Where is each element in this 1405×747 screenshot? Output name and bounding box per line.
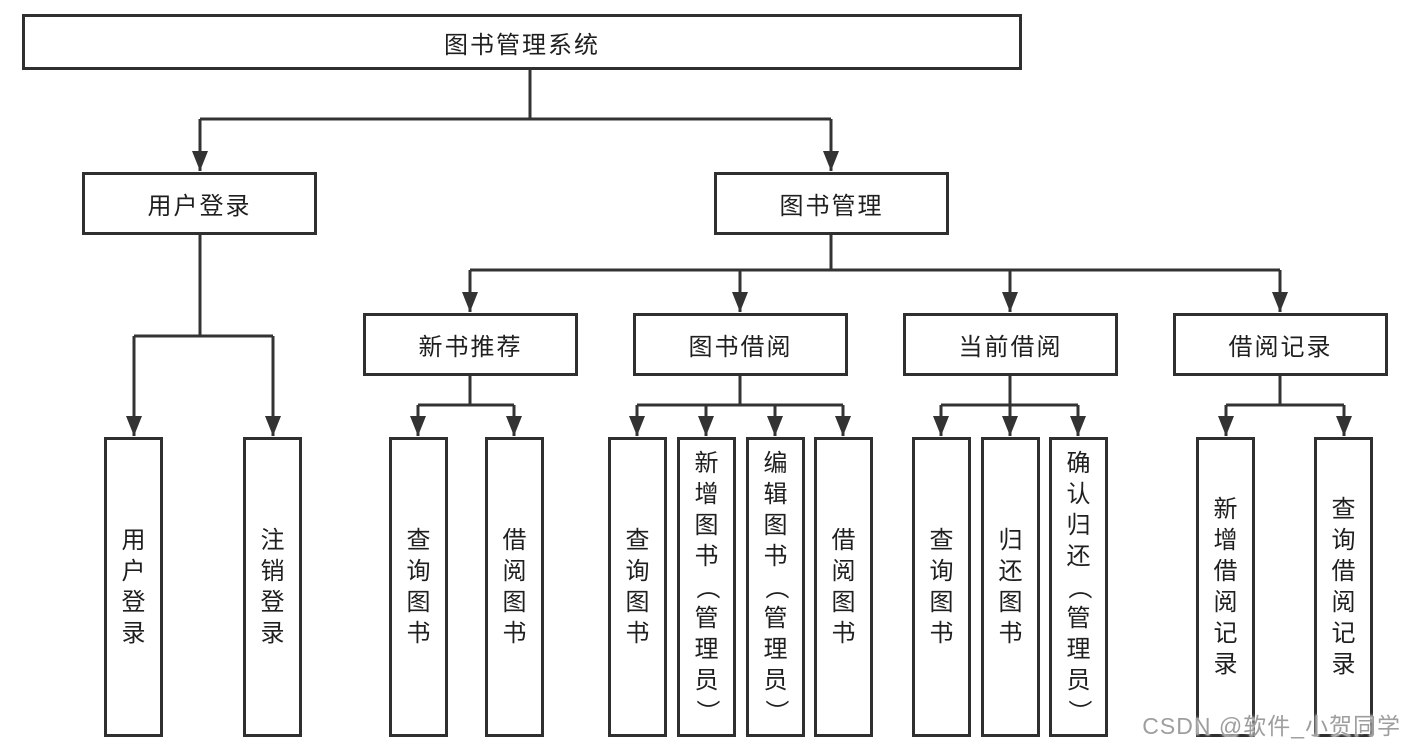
leaf-label: 新增借阅记录 — [1213, 496, 1238, 678]
node-label: 当前借阅 — [958, 334, 1063, 361]
node-current-borrow: 当前借阅 — [903, 313, 1118, 376]
leaf-label: 借阅图书 — [502, 527, 527, 647]
leaf-label: 查询借阅记录 — [1331, 496, 1356, 678]
leaf-add-borrow-record: 新增借阅记录 — [1196, 437, 1255, 737]
leaf-label: 编辑图书（管理员） — [762, 449, 789, 724]
leaf-label: 归还图书 — [998, 527, 1023, 647]
node-label: 图书管理系统 — [444, 31, 600, 59]
leaf-edit-books-admin: 编辑图书（管理员） — [746, 437, 805, 737]
csdn-watermark: CSDN @软件_小贺同学 — [1142, 713, 1401, 739]
leaf-label: 查询图书 — [406, 527, 431, 647]
node-label: 图书借阅 — [688, 334, 793, 361]
leaf-return-books: 归还图书 — [981, 437, 1040, 737]
leaf-label: 查询图书 — [929, 527, 954, 647]
leaf-query-books-borrow: 查询图书 — [608, 437, 667, 737]
node-book-management: 图书管理 — [714, 172, 949, 235]
leaf-label: 确认归还（管理员） — [1065, 449, 1092, 724]
leaf-label: 新增图书（管理员） — [693, 449, 720, 724]
node-label: 用户登录 — [147, 193, 252, 220]
node-library-management-system: 图书管理系统 — [22, 14, 1022, 70]
node-new-book-recommend: 新书推荐 — [363, 313, 578, 376]
leaf-query-books-current: 查询图书 — [912, 437, 971, 737]
leaf-borrow-books-borrow: 借阅图书 — [814, 437, 873, 737]
node-book-borrow: 图书借阅 — [633, 313, 848, 376]
leaf-user-login: 用户登录 — [104, 437, 163, 737]
leaf-add-books-admin: 新增图书（管理员） — [677, 437, 736, 737]
leaf-label: 查询图书 — [625, 527, 650, 647]
leaf-query-books-newbook: 查询图书 — [389, 437, 448, 737]
node-label: 新书推荐 — [418, 334, 523, 361]
leaf-confirm-return-admin: 确认归还（管理员） — [1049, 437, 1108, 737]
leaf-query-borrow-record: 查询借阅记录 — [1314, 437, 1373, 737]
leaf-label: 用户登录 — [121, 527, 146, 647]
leaf-label: 借阅图书 — [831, 527, 856, 647]
node-user-login: 用户登录 — [82, 172, 317, 235]
node-label: 图书管理 — [779, 193, 884, 220]
leaf-borrow-books-newbook: 借阅图书 — [485, 437, 544, 737]
leaf-label: 注销登录 — [260, 527, 285, 647]
node-borrow-record: 借阅记录 — [1173, 313, 1388, 376]
node-label: 借阅记录 — [1228, 334, 1333, 361]
leaf-logout-login: 注销登录 — [243, 437, 302, 737]
